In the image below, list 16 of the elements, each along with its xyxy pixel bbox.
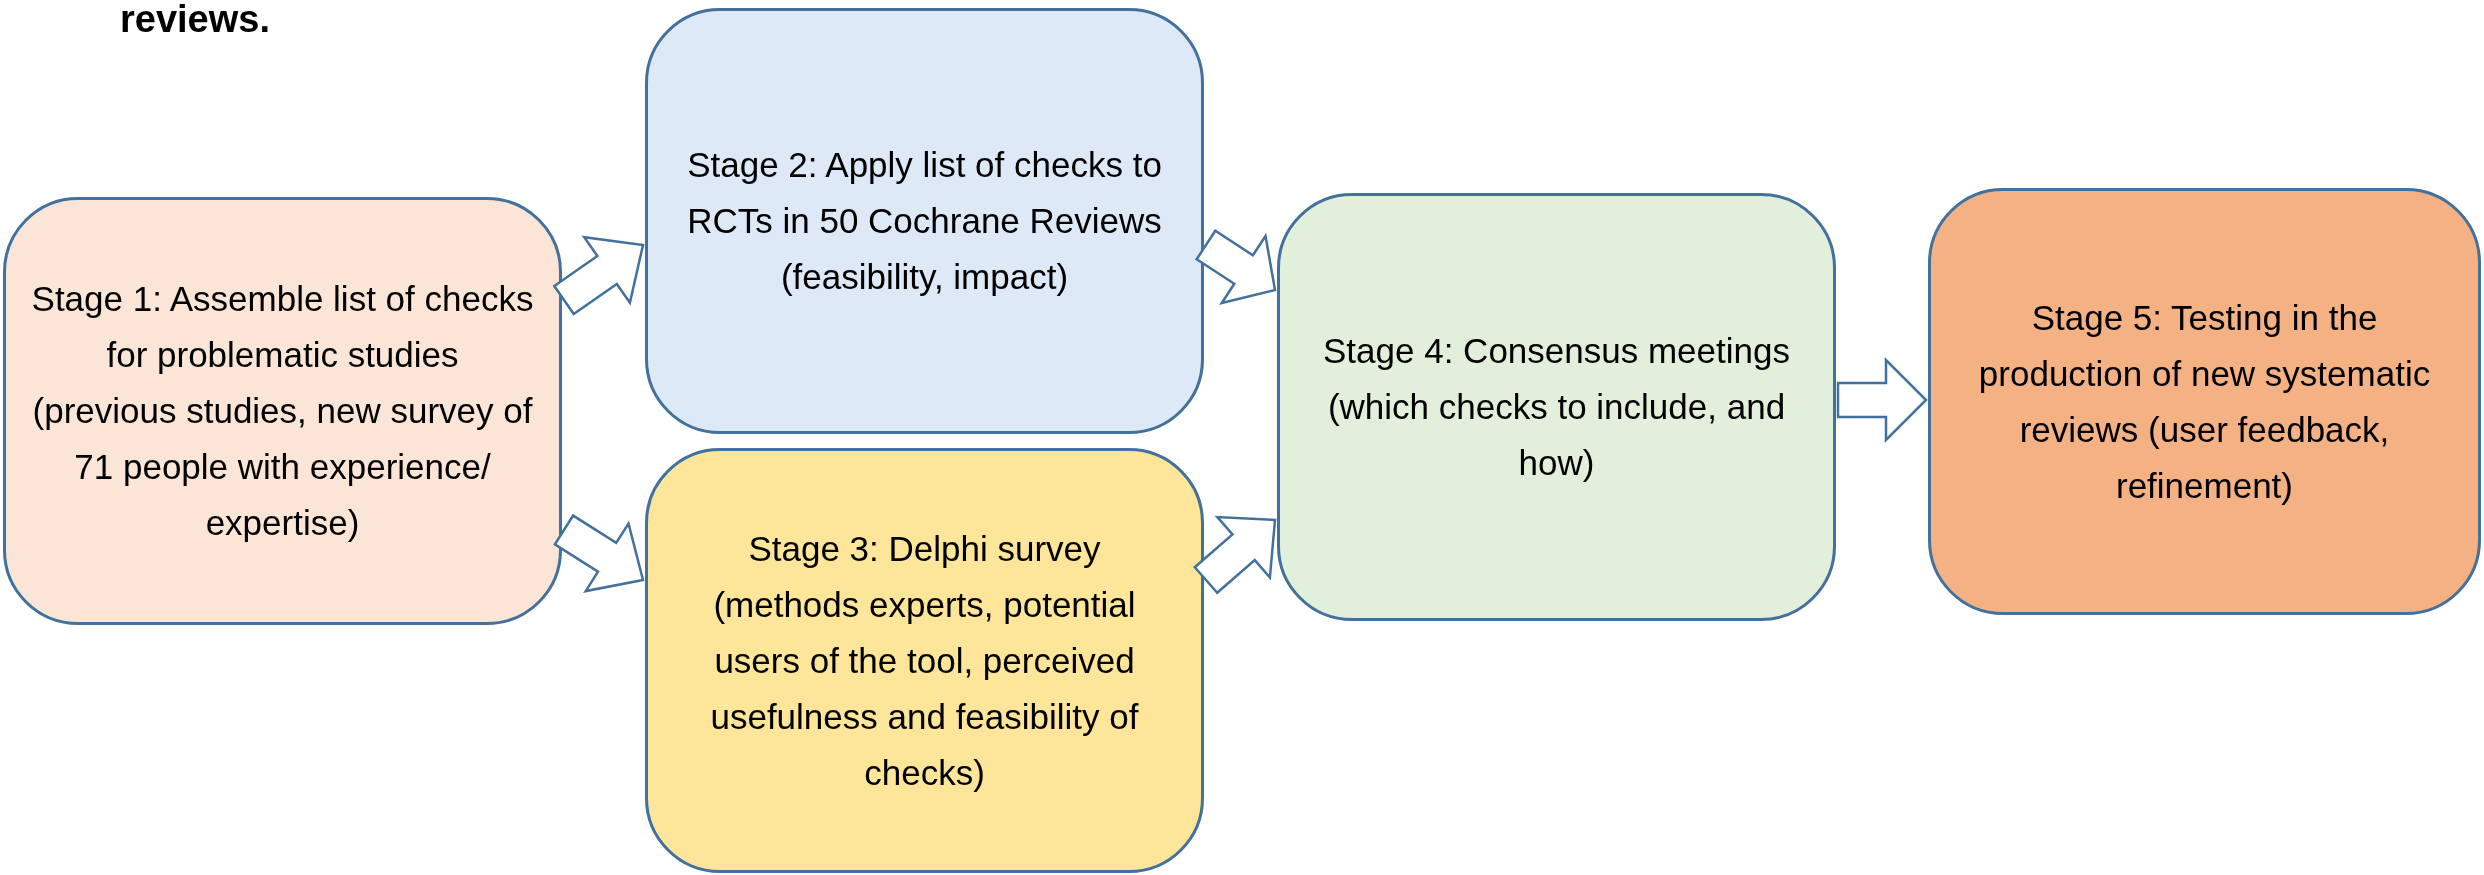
stage-text: Stage 4: Consensus meetings (which checks to include, and how) (1322, 330, 1791, 484)
block-arrow (553, 513, 645, 593)
block-arrow (552, 235, 645, 316)
stage-box (645, 448, 1204, 873)
block-arrow (1193, 515, 1277, 595)
stage-box (1928, 188, 2481, 615)
stage-box (645, 8, 1204, 434)
stage-text: Stage 5: Testing in the production of new systematic reviews (user feedback, refinement) (1977, 296, 2432, 507)
heading-text: reviews. (120, 0, 270, 38)
stage-box (1277, 193, 1836, 621)
block-arrow (1836, 357, 1928, 443)
stage-box (3, 197, 562, 625)
stage-text: Stage 1: Assemble list of checks for problematic studies (previous studies, new survey of 71 people with experience/ expertise) (30, 278, 535, 544)
block-arrow (1194, 229, 1277, 305)
stage-text: Stage 2: Apply list of checks to RCTs in 50 Cochrane Reviews (feasibility, impact) (686, 144, 1163, 298)
stage-text: Stage 3: Delphi survey (methods experts, potential users of the tool, perceived usefulness and feasibility of checks) (709, 527, 1140, 794)
